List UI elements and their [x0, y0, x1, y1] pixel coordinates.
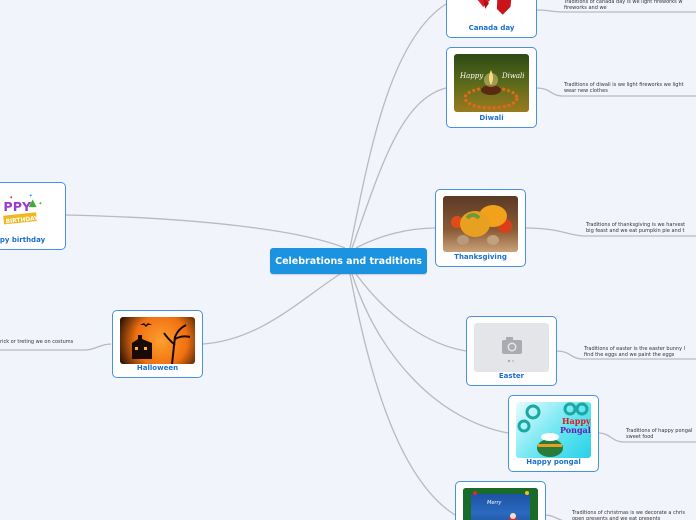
topic-label: Easter — [498, 372, 525, 380]
topic-label: Happy pongal — [526, 458, 581, 466]
svg-text:PPY: PPY — [3, 199, 32, 214]
svg-text:Diwali: Diwali — [501, 72, 525, 80]
svg-text:Happy: Happy — [562, 416, 591, 426]
note-thanksgiving[interactable]: Traditions of thanksgiving is we harvest… — [586, 222, 686, 234]
note-christmas[interactable]: Traditions of christmas is we decorate a… — [572, 510, 686, 520]
topic-canada-day[interactable]: Canada day — [446, 0, 537, 38]
note-easter[interactable]: Traditions of easter is the easter bunny… — [584, 346, 686, 358]
central-topic[interactable]: Celebrations and traditions — [270, 248, 427, 274]
happy-birthday-image: PPY BIRTHDAY — [0, 189, 58, 235]
topic-thanksgiving[interactable]: Thanksgiving — [435, 189, 526, 267]
svg-text:Pongal: Pongal — [560, 425, 591, 435]
central-topic-label: Celebrations and traditions — [275, 255, 422, 267]
topic-happy-pongal[interactable]: Happy Pongal Happy pongal — [508, 395, 599, 472]
topic-label: Diwali — [479, 114, 504, 122]
christmas-image: Merry — [463, 488, 538, 520]
svg-text:BIRTHDAY: BIRTHDAY — [5, 216, 39, 225]
diwali-lamp-image: Happy Diwali — [454, 54, 529, 112]
topic-easter[interactable]: Easter — [466, 316, 557, 386]
topic-halloween[interactable]: Halloween — [112, 310, 203, 378]
topic-christmas[interactable]: Merry — [455, 481, 546, 520]
note-diwali[interactable]: Traditions of diwali is we light firewor… — [564, 82, 684, 94]
topic-happy-birthday[interactable]: PPY BIRTHDAY ppy birthday — [0, 182, 66, 250]
svg-text:Merry: Merry — [487, 500, 503, 506]
image-placeholder — [474, 323, 549, 372]
canada-flag-image — [454, 0, 529, 20]
pumpkins-image — [443, 196, 518, 252]
haunted-house-image — [120, 317, 195, 364]
svg-text:Happy: Happy — [459, 72, 484, 80]
pongal-pot-image: Happy Pongal — [516, 402, 591, 458]
topic-label: Halloween — [136, 364, 179, 372]
topic-label: Canada day — [468, 24, 515, 32]
note-happy-pongal[interactable]: Traditions of happy pongal sweet food — [626, 428, 693, 440]
note-canada-day[interactable]: Traditions of canada day is we light fir… — [564, 0, 683, 11]
topic-label: ppy birthday — [0, 236, 46, 244]
topic-diwali[interactable]: Happy Diwali Diwali — [446, 47, 537, 128]
topic-label: Thanksgiving — [454, 253, 507, 261]
note-halloween[interactable]: rick or treting we on costums — [0, 339, 74, 345]
